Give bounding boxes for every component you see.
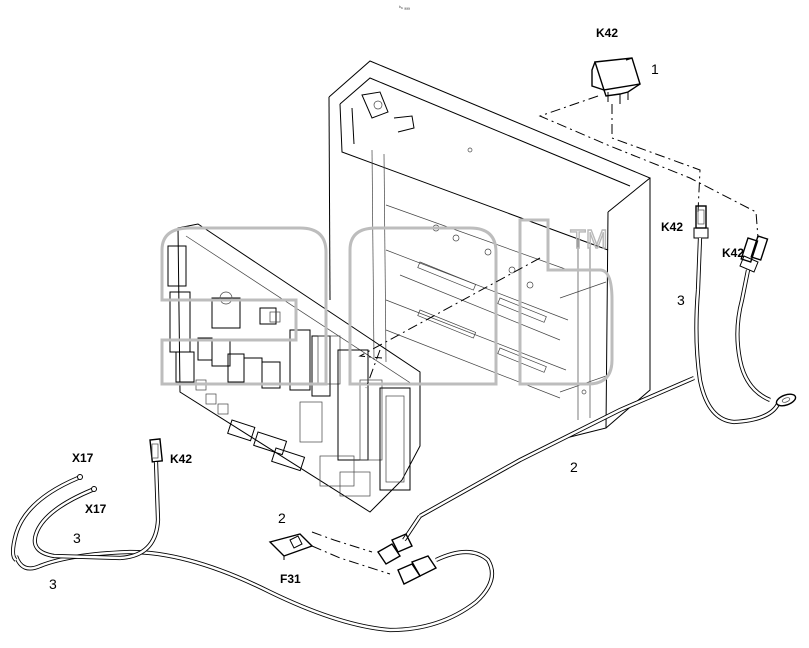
harness-main xyxy=(14,376,695,633)
label-x17-bottom: X17 xyxy=(85,502,107,516)
item-number-2-fuse: 2 xyxy=(278,510,286,526)
label-f31: F31 xyxy=(280,572,301,586)
label-k42-relay: K42 xyxy=(596,26,618,40)
item-number-3-right: 3 xyxy=(677,292,685,308)
item-number-2-cable: 2 xyxy=(570,459,578,475)
label-k42-lower: K42 xyxy=(170,452,192,466)
item-number-3-left-b: 3 xyxy=(49,576,57,592)
label-x17-top: X17 xyxy=(72,451,94,465)
relay-k42 xyxy=(591,57,641,104)
harness-left xyxy=(10,438,164,562)
callout-labels: K42 1 K42 K42 3 2 2 F31 K42 X17 X17 3 3 xyxy=(49,26,744,592)
watermark-logo: TM xyxy=(160,218,614,386)
label-k42-upper-right: K42 xyxy=(722,246,744,260)
housing-box xyxy=(328,60,651,441)
item-number-1: 1 xyxy=(651,61,659,77)
watermark-tm: TM xyxy=(570,224,608,254)
circuit-board xyxy=(167,223,421,513)
label-k42-upper-left: K42 xyxy=(661,220,683,234)
fuse-holder-f31 xyxy=(268,533,314,560)
item-number-3-left-a: 3 xyxy=(73,530,81,546)
harness-right xyxy=(693,205,797,425)
page-mark: ᵇₙ ₐₐₐ xyxy=(399,5,410,11)
